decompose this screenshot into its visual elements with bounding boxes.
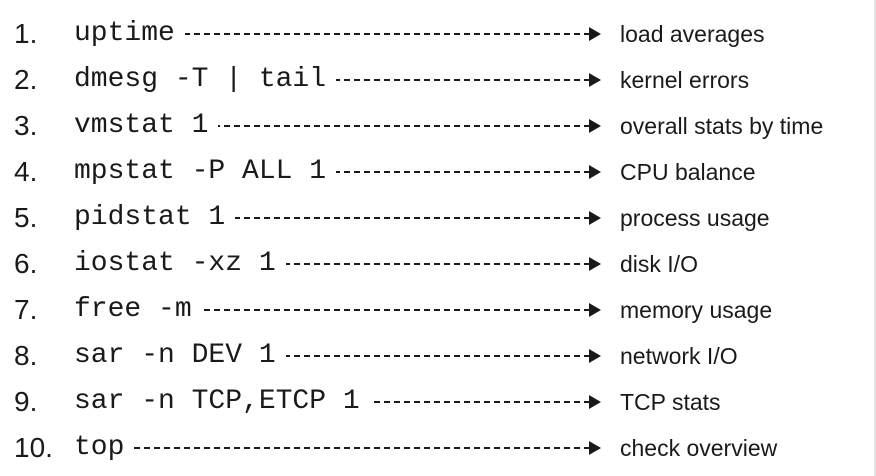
command-description: process usage [620, 205, 770, 231]
command-text: dmesg -T | tail [74, 64, 337, 96]
command-text: sar -n TCP,ETCP 1 [74, 386, 370, 418]
dashed-connector [74, 309, 590, 311]
arrow-right-icon [589, 303, 601, 317]
command-description: network I/O [620, 343, 738, 369]
command-text: uptime [74, 18, 185, 50]
command-description: CPU balance [620, 159, 756, 185]
arrow-right-icon [589, 73, 601, 87]
row-number: 3. [14, 110, 38, 141]
command-row: 10. top check overview [0, 426, 876, 472]
arrow-right-icon [589, 165, 601, 179]
command-row: 5. pidstat 1 process usage [0, 196, 876, 242]
arrow-right-icon [589, 441, 601, 455]
dashed-connector [74, 217, 590, 219]
command-row: 7. free -m memory usage [0, 288, 876, 334]
row-number: 1. [14, 18, 38, 49]
command-row: 1. uptime load averages [0, 12, 876, 58]
arrow-right-icon [589, 211, 601, 225]
dashed-connector [74, 33, 590, 35]
command-text: pidstat 1 [74, 202, 236, 234]
command-row: 6. iostat -xz 1 disk I/O [0, 242, 876, 288]
row-number: 10. [14, 432, 53, 463]
command-description: kernel errors [620, 67, 750, 93]
arrow-right-icon [589, 349, 601, 363]
arrow-right-icon [589, 27, 601, 41]
row-number: 5. [14, 202, 38, 233]
command-row: 2. dmesg -T | tail kernel errors [0, 58, 876, 104]
row-number: 4. [14, 156, 38, 187]
row-number: 2. [14, 64, 38, 95]
dashed-connector [74, 447, 590, 449]
command-text: mpstat -P ALL 1 [74, 156, 337, 188]
command-description: overall stats by time [620, 113, 824, 139]
command-description: disk I/O [620, 251, 698, 277]
arrow-right-icon [589, 395, 601, 409]
command-row: 8. sar -n DEV 1 network I/O [0, 334, 876, 380]
command-text: sar -n DEV 1 [74, 340, 286, 372]
dashed-connector [74, 355, 590, 357]
dashed-connector [74, 125, 590, 127]
command-row: 9. sar -n TCP,ETCP 1 TCP stats [0, 380, 876, 426]
command-description: check overview [620, 435, 778, 461]
command-row: 4. mpstat -P ALL 1 CPU balance [0, 150, 876, 196]
row-number: 9. [14, 386, 38, 417]
arrow-right-icon [589, 257, 601, 271]
row-number: 6. [14, 248, 38, 279]
command-description: load averages [620, 21, 765, 47]
command-description: memory usage [620, 297, 773, 323]
command-text: top [74, 432, 135, 464]
row-number: 8. [14, 340, 38, 371]
command-description: TCP stats [620, 389, 721, 415]
command-text: iostat -xz 1 [74, 248, 286, 280]
command-row: 3. vmstat 1 overall stats by time [0, 104, 876, 150]
right-border [874, 0, 876, 476]
arrow-right-icon [589, 119, 601, 133]
dashed-connector [74, 263, 590, 265]
command-text: vmstat 1 [74, 110, 219, 142]
row-number: 7. [14, 294, 38, 325]
command-text: free -m [74, 294, 202, 326]
